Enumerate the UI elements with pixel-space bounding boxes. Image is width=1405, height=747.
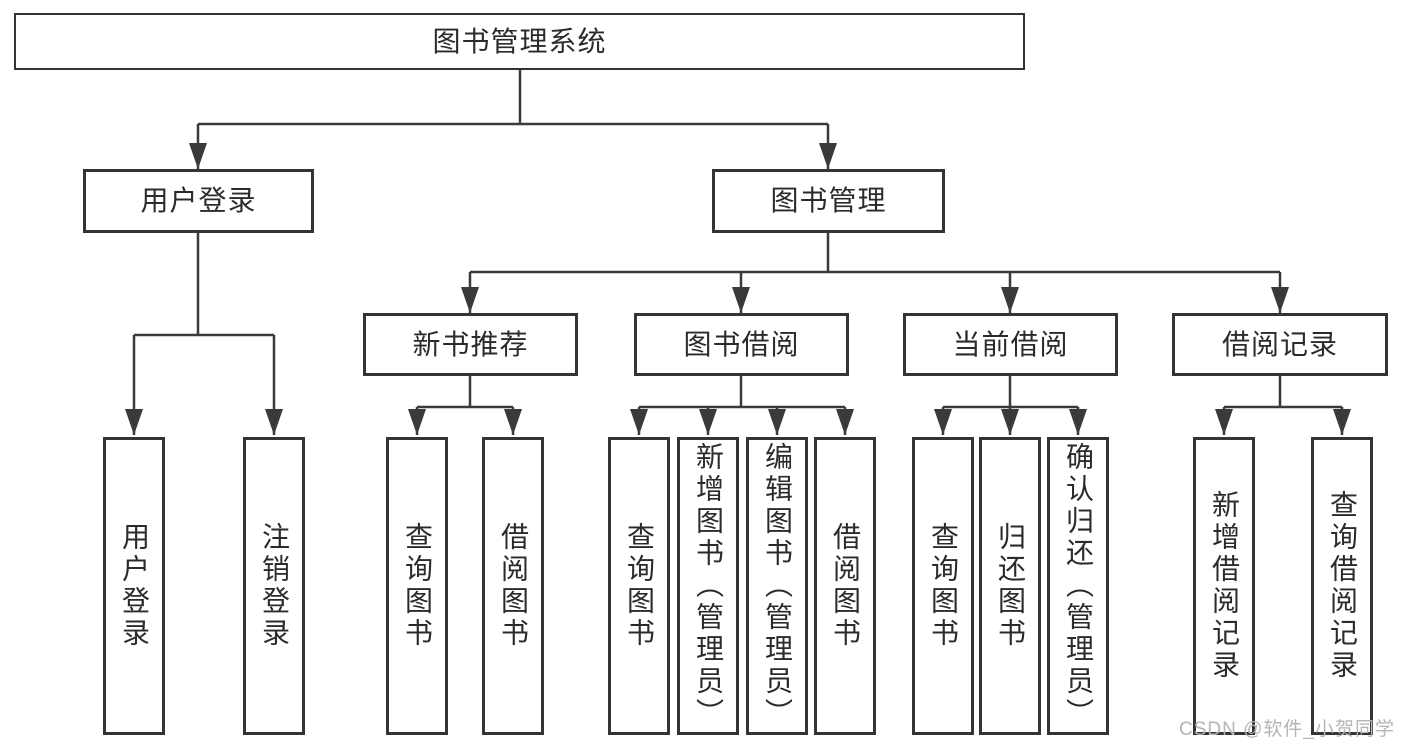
node-label: 新增借阅记录 <box>1209 490 1240 682</box>
connector-level3-to-leaves <box>415 376 1344 435</box>
leaf-return-books: 归还图书 <box>979 437 1041 735</box>
node-label: 图书管理系统 <box>432 25 607 57</box>
leaf-query-books-current: 查询图书 <box>912 437 974 735</box>
node-label: 图书借阅 <box>683 328 800 360</box>
node-label: 图书管理 <box>770 185 887 216</box>
leaf-edit-books-admin: 编辑图书（管理员） <box>746 437 808 735</box>
node-book-borrow: 图书借阅 <box>634 313 849 376</box>
node-label: 用户登录 <box>140 185 257 216</box>
node-label: 借阅图书 <box>830 522 861 650</box>
node-borrow-records: 借阅记录 <box>1172 313 1388 376</box>
node-label: 借阅图书 <box>498 522 529 650</box>
node-label: 查询借阅记录 <box>1327 490 1358 682</box>
node-label: 查询图书 <box>402 522 433 650</box>
node-label: 新书推荐 <box>412 328 529 360</box>
leaf-confirm-return-admin: 确认归还（管理员） <box>1047 437 1109 735</box>
leaf-add-borrow-record: 新增借阅记录 <box>1193 437 1255 735</box>
connector-root-to-level2 <box>196 70 830 169</box>
node-label: 查询图书 <box>624 522 655 650</box>
node-new-book-recommend: 新书推荐 <box>363 313 578 376</box>
leaf-query-books-recommend: 查询图书 <box>386 437 448 735</box>
node-library-system: 图书管理系统 <box>14 13 1025 70</box>
node-current-borrow: 当前借阅 <box>903 313 1118 376</box>
node-label: 编辑图书（管理员） <box>762 442 793 730</box>
leaf-add-books-admin: 新增图书（管理员） <box>677 437 739 735</box>
node-label: 新增图书（管理员） <box>693 442 724 730</box>
node-label: 用户登录 <box>119 522 150 650</box>
leaf-logout: 注销登录 <box>243 437 305 735</box>
node-label: 当前借阅 <box>952 328 1069 360</box>
node-label: 注销登录 <box>259 522 290 650</box>
node-user-login: 用户登录 <box>83 169 314 233</box>
node-label: 归还图书 <box>995 522 1026 650</box>
node-book-management: 图书管理 <box>712 169 945 233</box>
connector-bookmgmt-to-level3 <box>468 233 1282 313</box>
watermark: CSDN @软件_小贺同学 <box>1179 719 1395 740</box>
node-label: 确认归还（管理员） <box>1063 442 1094 730</box>
leaf-query-books-borrow: 查询图书 <box>608 437 670 735</box>
node-label: 借阅记录 <box>1221 328 1338 360</box>
leaf-borrow-books-recommend: 借阅图书 <box>482 437 544 735</box>
leaf-query-borrow-record: 查询借阅记录 <box>1311 437 1373 735</box>
leaf-user-login: 用户登录 <box>103 437 165 735</box>
leaf-borrow-books: 借阅图书 <box>814 437 876 735</box>
connector-userlogin-to-leaves <box>132 233 276 435</box>
node-label: 查询图书 <box>928 522 959 650</box>
